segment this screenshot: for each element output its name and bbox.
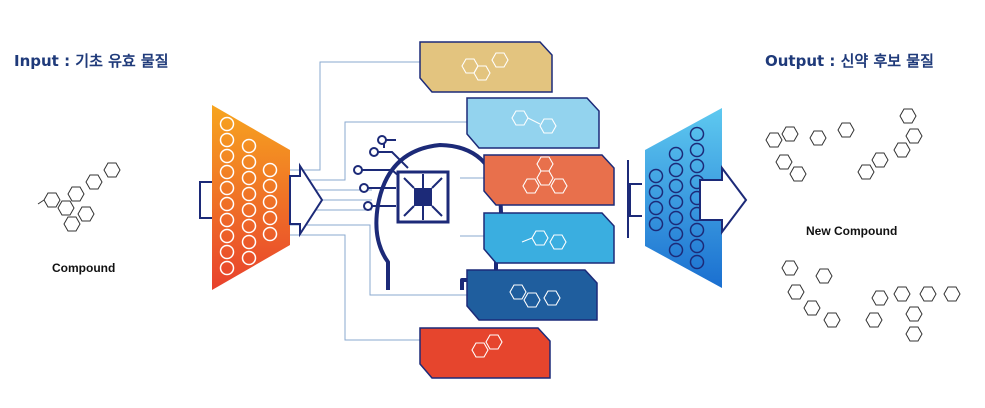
decoder-bracket-icon [627, 160, 642, 238]
encoder-arrow-icon [289, 162, 324, 238]
output-molecule-4-icon [865, 286, 961, 342]
input-molecule-icon [37, 162, 121, 232]
input-compound-label: Compound [52, 261, 116, 275]
fragment-card-dark-blue [466, 269, 598, 321]
output-molecule-3-icon [781, 260, 841, 328]
decoder-arrow-icon [699, 165, 748, 235]
input-title: Input : 기초 유효 물질 [14, 52, 169, 70]
encoder-funnel-icon [212, 105, 290, 290]
fragment-card-light-blue [466, 97, 600, 149]
connector-lines [290, 61, 484, 341]
fragment-card-orange [483, 154, 615, 206]
circuit-chip-icon [396, 170, 450, 224]
output-title: Output : 신약 후보 물질 [765, 52, 934, 70]
fragment-card-red [419, 327, 551, 379]
output-compound-label: New Compound [806, 224, 898, 238]
fragment-card-tan [419, 41, 553, 93]
output-molecule-1-icon [765, 122, 855, 182]
output-molecule-2-icon [857, 108, 923, 180]
circuit-nodes [353, 135, 387, 211]
input-bracket-icon [199, 181, 212, 219]
fragment-card-cyan [483, 212, 615, 264]
